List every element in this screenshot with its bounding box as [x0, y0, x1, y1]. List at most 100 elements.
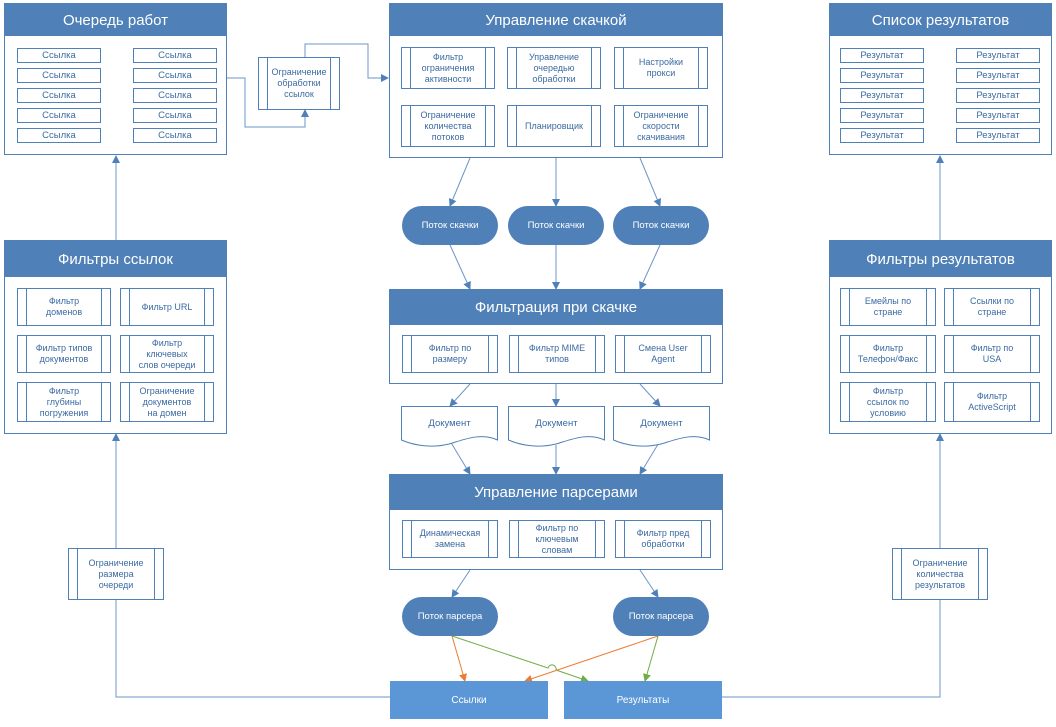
document-shape — [508, 406, 605, 447]
work-queue-panel: Очередь работ Ссылка Ссылка Ссылка Ссылк… — [4, 3, 227, 155]
work-queue-title: Очередь работ — [5, 4, 226, 36]
result-item: Результат — [840, 88, 924, 103]
result-filter-label: Ссылки по стране — [969, 296, 1015, 317]
parser-item-label: Динамическая замена — [419, 528, 481, 549]
arrow-results-to-results-limit — [722, 600, 941, 698]
arrow-thread-1-to-filter — [449, 244, 471, 290]
result-item: Результат — [840, 68, 924, 83]
download-filtering-panel: Фильтрация при скачке Фильтр по размеру … — [389, 289, 723, 384]
link-filters-title: Фильтры ссылок — [5, 241, 226, 277]
queue-link: Ссылка — [133, 128, 217, 143]
result-item: Результат — [956, 88, 1040, 103]
result-filter-item: Фильтр Телефон/Факс — [840, 335, 936, 373]
result-item: Результат — [840, 128, 924, 143]
parser-item-label: Фильтр по ключевым словам — [535, 522, 579, 555]
link-filter-label: Фильтр типов документов — [35, 343, 93, 364]
queue-size-limit: Ограничение размера очереди — [68, 548, 164, 600]
arrow-thread-3-to-filter — [639, 244, 661, 290]
download-filter-label: Смена User Agent — [638, 343, 688, 364]
arrow-filter-to-doc-3 — [639, 383, 661, 407]
result-item: Результат — [840, 48, 924, 63]
document-label: Документ — [428, 417, 471, 429]
document-label: Документ — [535, 417, 578, 429]
parser-item-label: Фильтр пред обработки — [636, 528, 690, 549]
link-filters-panel: Фильтры ссылок Фильтр доменов Фильтр URL… — [4, 240, 227, 434]
result-filter-label: Фильтр по USA — [970, 343, 1014, 364]
parser-item: Фильтр пред обработки — [615, 520, 711, 558]
document-shape — [613, 406, 710, 447]
queue-size-limit-label: Ограничение размера очереди — [88, 557, 144, 590]
download-control-panel: Управление скачкой Фильтр ограничения ак… — [389, 3, 723, 158]
arrow-parsers-to-pthread-1 — [451, 569, 471, 598]
result-item: Результат — [956, 68, 1040, 83]
queue-link: Ссылка — [133, 68, 217, 83]
result-filter-item: Ссылки по стране — [944, 288, 1040, 326]
result-filter-label: Емейлы по стране — [864, 296, 912, 317]
link-filter-label: Фильтр ключевых слов очереди — [138, 337, 196, 370]
parser-item: Фильтр по ключевым словам — [509, 520, 605, 558]
download-item: Планировщик — [507, 105, 601, 147]
download-item-label: Ограничение скорости скачивания — [633, 109, 689, 142]
link-filter-item: Ограничение документов на домен — [120, 382, 214, 422]
result-filter-label: Фильтр ссылок по условию — [866, 385, 910, 418]
arrow-filter-to-doc-1 — [449, 383, 471, 407]
link-filter-label: Фильтр доменов — [45, 296, 83, 317]
download-item-label: Планировщик — [525, 120, 583, 131]
result-item: Результат — [956, 48, 1040, 63]
download-item-label: Настройки прокси — [638, 57, 684, 78]
parser-thread: Поток парсера — [613, 597, 709, 636]
download-thread: Поток скачки — [613, 206, 709, 245]
download-item: Ограничение количества потоков — [401, 105, 495, 147]
result-filter-label: Фильтр Телефон/Факс — [857, 343, 919, 364]
parser-control-panel: Управление парсерами Динамическая замена… — [389, 474, 723, 570]
document-shape — [401, 406, 498, 447]
link-filter-item: Фильтр доменов — [17, 288, 111, 326]
arrow-dl-to-thread-1 — [449, 157, 471, 207]
arrow-pthread-1-to-results — [451, 635, 589, 683]
result-filter-item: Емейлы по стране — [840, 288, 936, 326]
parser-control-title: Управление парсерами — [390, 475, 722, 510]
arrow-pthread-1-to-links — [451, 635, 467, 682]
download-item-label: Ограничение количества потоков — [420, 109, 476, 142]
download-filtering-title: Фильтрация при скачке — [390, 290, 722, 325]
download-item-label: Управление очередью обработки — [528, 51, 580, 84]
link-filter-item: Фильтр глубины погружения — [17, 382, 111, 422]
link-filter-label: Фильтр глубины погружения — [39, 385, 89, 418]
result-item: Результат — [840, 108, 924, 123]
results-count-limit: Ограничение количества результатов — [892, 548, 988, 600]
link-filter-item: Фильтр ключевых слов очереди — [120, 335, 214, 373]
results-list-panel: Список результатов Результат Результат Р… — [829, 3, 1052, 155]
download-filter-item: Фильтр по размеру — [402, 335, 498, 373]
download-filter-label: Фильтр MIME типов — [528, 343, 586, 364]
arrow-links-to-queue-limit — [115, 600, 390, 698]
result-filter-item: Фильтр по USA — [944, 335, 1040, 373]
link-processing-limit: Ограничение обработки ссылок — [258, 57, 340, 110]
download-item: Фильтр ограничения активности — [401, 47, 495, 89]
link-filter-item: Фильтр URL — [120, 288, 214, 326]
result-filter-label: Фильтр ActiveScript — [968, 391, 1016, 412]
document-label: Документ — [640, 417, 683, 429]
download-control-title: Управление скачкой — [390, 4, 722, 36]
download-thread: Поток скачки — [402, 206, 498, 245]
queue-link: Ссылка — [133, 48, 217, 63]
results-count-limit-label: Ограничение количества результатов — [912, 557, 968, 590]
download-filter-label: Фильтр по размеру — [428, 343, 472, 364]
link-filter-item: Фильтр типов документов — [17, 335, 111, 373]
queue-link: Ссылка — [17, 48, 101, 63]
download-thread: Поток скачки — [508, 206, 604, 245]
results-list-title: Список результатов — [830, 4, 1051, 36]
queue-link: Ссылка — [17, 108, 101, 123]
result-item: Результат — [956, 108, 1040, 123]
queue-link: Ссылка — [17, 128, 101, 143]
link-processing-limit-label: Ограничение обработки ссылок — [271, 67, 327, 99]
download-item: Настройки прокси — [614, 47, 708, 89]
result-filter-item: Фильтр ActiveScript — [944, 382, 1040, 422]
parser-item: Динамическая замена — [402, 520, 498, 558]
download-filter-item: Смена User Agent — [615, 335, 711, 373]
queue-link: Ссылка — [17, 68, 101, 83]
download-item-label: Фильтр ограничения активности — [421, 51, 475, 84]
download-filter-item: Фильтр MIME типов — [509, 335, 605, 373]
download-item: Ограничение скорости скачивания — [614, 105, 708, 147]
link-filter-label: Ограничение документов на домен — [139, 385, 195, 418]
queue-link: Ссылка — [133, 88, 217, 103]
